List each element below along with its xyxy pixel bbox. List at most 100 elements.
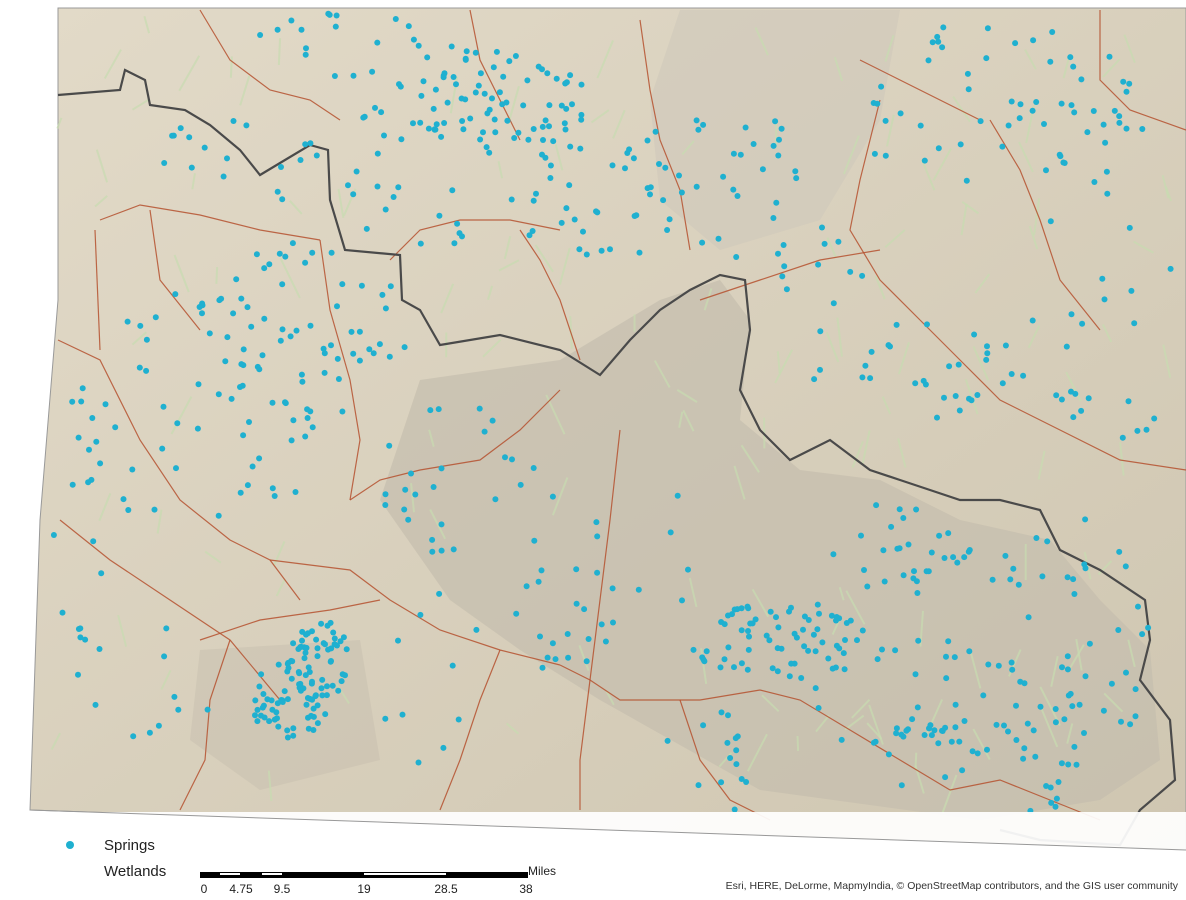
spring-point [221, 174, 227, 180]
spring-point [441, 120, 447, 126]
spring-point [438, 134, 444, 140]
spring-point [386, 443, 392, 449]
spring-point [725, 613, 731, 619]
spring-point [586, 636, 592, 642]
spring-point [309, 679, 315, 685]
scale-tick-label: 9.5 [274, 882, 291, 896]
spring-point [449, 187, 455, 193]
spring-point [97, 646, 103, 652]
spring-point [1006, 123, 1012, 129]
spring-point [297, 644, 303, 650]
spring-point [1127, 721, 1133, 727]
spring-point [882, 579, 888, 585]
spring-point [924, 321, 930, 327]
spring-point [229, 396, 235, 402]
spring-point [379, 292, 385, 298]
spring-point [574, 601, 580, 607]
spring-point [835, 239, 841, 245]
spring-point [788, 661, 794, 667]
spring-point [915, 638, 921, 644]
spring-point [662, 165, 668, 171]
spring-point [567, 72, 573, 78]
spring-point [354, 169, 360, 175]
spring-point [883, 153, 889, 159]
spring-point [440, 745, 446, 751]
spring-point [279, 196, 285, 202]
spring-point [1012, 40, 1018, 46]
spring-point [340, 671, 346, 677]
spring-point [144, 337, 150, 343]
spring-point [325, 647, 331, 653]
spring-point [945, 530, 951, 536]
spring-point [779, 126, 785, 132]
spring-point [860, 628, 866, 634]
spring-point [927, 722, 933, 728]
spring-point [725, 644, 731, 650]
spring-point [299, 379, 305, 385]
spring-point [224, 334, 230, 340]
spring-point [859, 273, 865, 279]
spring-point [315, 702, 321, 708]
spring-point [524, 583, 530, 589]
spring-point [288, 18, 294, 24]
scale-unit-label: Miles [528, 864, 556, 878]
spring-point [497, 89, 503, 95]
spring-point [1072, 391, 1078, 397]
spring-point [314, 153, 320, 159]
spring-point [262, 715, 268, 721]
spring-point [539, 567, 545, 573]
spring-point [563, 205, 569, 211]
spring-point [961, 554, 967, 560]
spring-point [161, 404, 167, 410]
spring-point [775, 645, 781, 651]
spring-point [829, 613, 835, 619]
spring-point [985, 662, 991, 668]
spring-point [739, 776, 745, 782]
spring-point [388, 283, 394, 289]
spring-point [966, 86, 972, 92]
spring-point [941, 395, 947, 401]
spring-point [906, 542, 912, 548]
spring-point [964, 178, 970, 184]
spring-point [813, 685, 819, 691]
spring-point [940, 24, 946, 30]
spring-point [792, 168, 798, 174]
spring-point [178, 125, 184, 131]
spring-point [554, 76, 560, 82]
spring-point [531, 538, 537, 544]
spring-point [873, 502, 879, 508]
spring-point [1123, 563, 1129, 569]
spring-point [324, 692, 330, 698]
spring-point [241, 346, 247, 352]
spring-point [900, 734, 906, 740]
spring-point [1068, 691, 1074, 697]
spring-point [1059, 397, 1065, 403]
spring-point [252, 697, 258, 703]
spring-point [307, 669, 313, 675]
spring-point [773, 200, 779, 206]
spring-point [775, 251, 781, 257]
spring-point [1044, 538, 1050, 544]
spring-point [248, 324, 254, 330]
spring-point [914, 590, 920, 596]
spring-point [426, 126, 432, 132]
spring-point [781, 263, 787, 269]
spring-point [854, 637, 860, 643]
spring-point [983, 55, 989, 61]
spring-point [489, 95, 495, 101]
spring-point [310, 727, 316, 733]
spring-point [418, 93, 424, 99]
spring-point [246, 419, 252, 425]
spring-point [805, 648, 811, 654]
spring-point [536, 579, 542, 585]
spring-point [1017, 679, 1023, 685]
legend: Springs Wetlands [60, 832, 166, 884]
spring-point [450, 663, 456, 669]
spring-point [1009, 660, 1015, 666]
spring-point [477, 137, 483, 143]
spring-point [531, 198, 537, 204]
spring-point [858, 533, 864, 539]
spring-point [1081, 730, 1087, 736]
